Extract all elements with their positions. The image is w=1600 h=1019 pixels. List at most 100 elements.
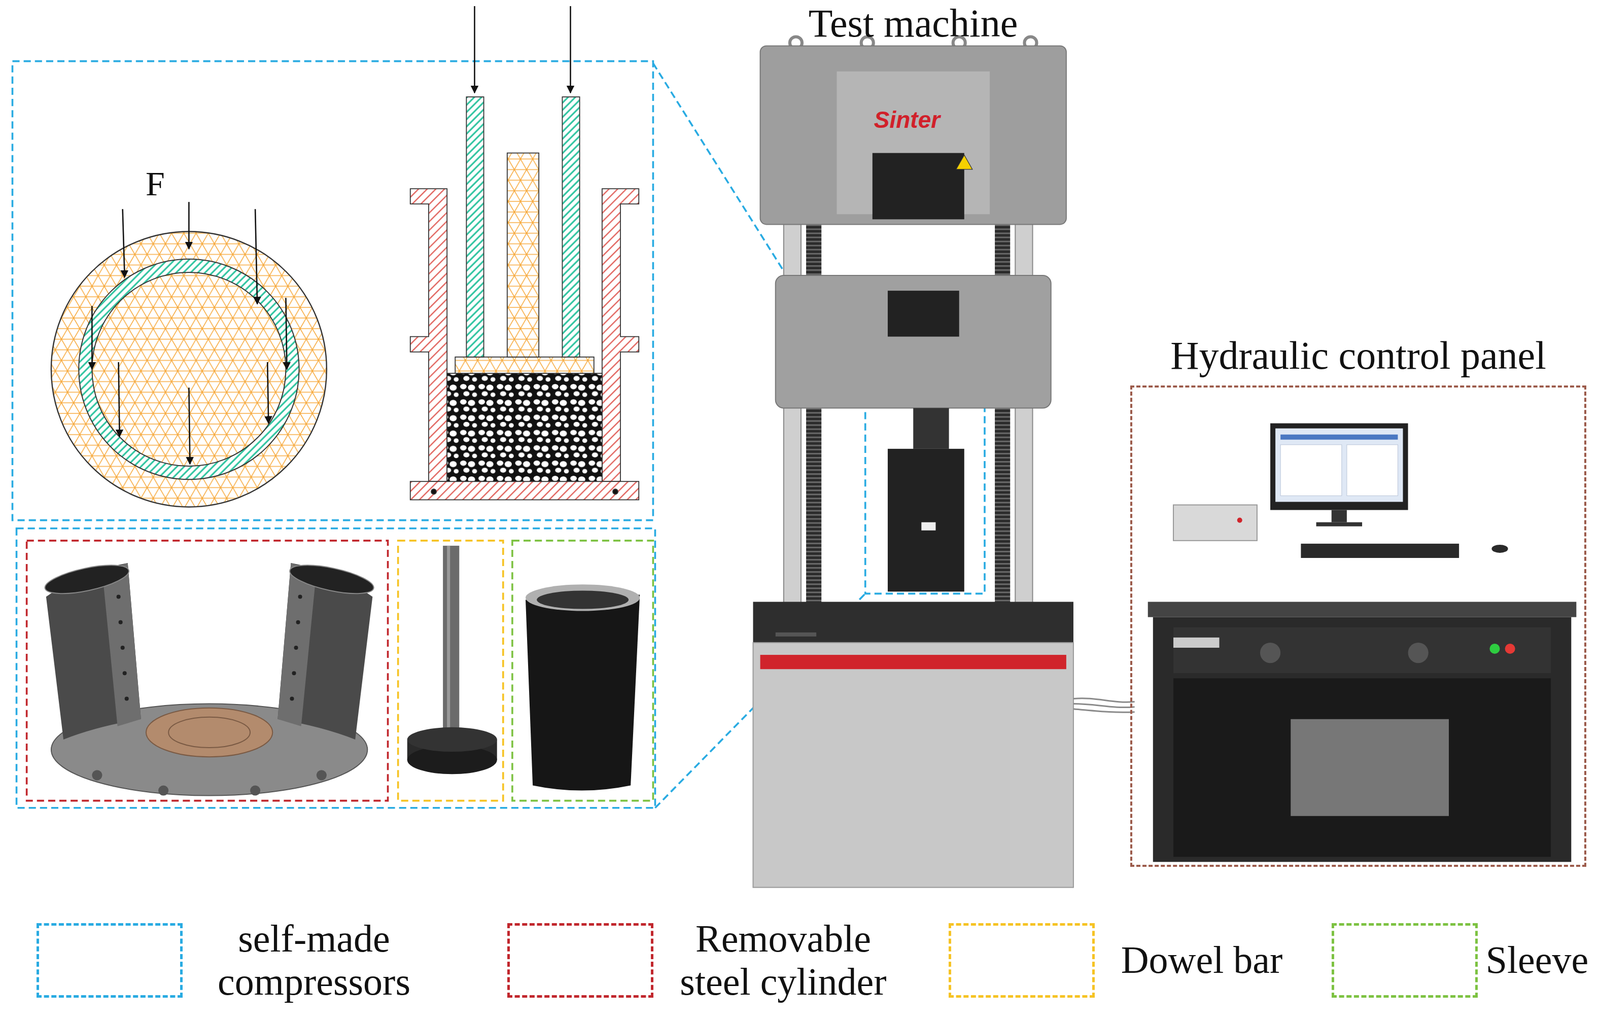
section-view [410,96,639,500]
cable [1073,709,1135,713]
control-desk-picture [1148,601,1577,617]
steel-cylinder-picture [146,708,273,758]
legend-swatch [36,923,183,998]
test-machine-picture [775,275,1052,408]
force-arrow [118,362,120,437]
control-desk-picture [1148,423,1577,863]
test-machine-picture [752,36,1073,888]
control-desk-picture [1237,517,1243,524]
part-frame [398,540,504,802]
test-machine-picture [921,522,936,531]
load-arrow [474,6,571,93]
load-arrow [569,6,572,93]
steel-cylinder-picture [42,559,376,796]
dowel-bar-picture [407,727,498,752]
force-arrow [91,305,93,370]
force-arrow [267,362,269,424]
steel-cylinder-picture [277,563,317,727]
control-desk-picture [1280,444,1342,497]
control-desk-picture [1280,434,1398,440]
control-desk-picture [1290,719,1449,817]
force-arrow [91,201,287,465]
control-desk-picture [1316,522,1363,527]
panel-heading: Hydraulic control panel [1132,332,1585,379]
steel-cylinder-picture [289,697,294,702]
cable [1073,698,1135,713]
part-frame [512,540,654,802]
legend-text: Sleeve [1481,938,1593,982]
legend-text: Removable steel cylinder [671,917,895,1004]
control-desk-picture [1270,423,1408,511]
compressor-frame [865,400,985,594]
label-holder: F [143,163,167,204]
control-desk-picture [1489,643,1500,654]
section-view [602,188,639,482]
sleeve-picture [525,594,640,791]
control-desk-picture [1408,642,1429,664]
steel-cylinder-picture [158,785,169,796]
legend-item: Removable steel cylinder [671,917,895,1004]
compressor-frame [12,61,653,521]
section-view [410,188,447,482]
dowel-bar-picture [442,545,460,745]
dowel-bar-picture [407,545,498,775]
test-machine-picture [760,45,1067,225]
steel-cylinder-picture [42,559,131,600]
force-arrow [122,209,125,278]
label-holder: Sinter [872,106,943,134]
section-view [612,489,618,495]
plan-view [51,231,327,507]
legend-item: self-made compressors [207,917,421,1004]
section-view [466,96,484,358]
control-desk-picture [1275,428,1403,503]
steel-cylinder-picture [118,620,123,625]
legend-item: Dowel bar [1095,938,1309,982]
sleeve-picture [525,584,640,611]
control-desk-picture [1260,642,1281,664]
compressor-frame [16,528,656,809]
steel-cylinder-picture [124,697,129,702]
steel-cylinder-picture [120,645,125,650]
legend-text: self-made compressors [207,917,421,1004]
steel-cylinder-picture [250,785,261,796]
steel-cylinder-picture [287,559,376,600]
control-desk-picture [1173,678,1551,857]
legend-swatch [948,923,1095,998]
steel-cylinder-picture [91,770,102,781]
load-arrow [473,6,476,93]
steel-cylinder-picture [116,594,121,599]
cable [1073,698,1135,703]
brand-mark: Sinter [872,106,943,134]
section-view [562,96,580,358]
test-machine-picture [752,642,1073,888]
control-desk-picture [1346,444,1399,497]
control-desk-picture [1173,504,1258,541]
test-machine-picture [956,155,973,170]
test-machine-picture [872,153,965,220]
test-machine-picture [760,654,1067,670]
panel-box: Hydraulic control panel [1130,385,1587,867]
plan-view [78,259,299,480]
control-desk-picture [1505,643,1516,654]
force-symbol: F [143,163,167,204]
control-desk-picture [1331,510,1347,523]
sleeve-picture [536,590,629,609]
steel-cylinder-picture [298,594,303,599]
test-machine-picture [887,290,960,337]
test-machine-picture [913,407,949,449]
label-holder: Test machine [806,0,1021,47]
steel-cylinder-picture [292,671,297,676]
control-desk-picture [1153,617,1572,863]
part-title: Test machine [806,0,1021,47]
dowel-bar-picture [446,545,450,745]
steel-cylinder-picture [122,671,127,676]
part-frame [26,540,389,802]
control-desk-picture [1173,627,1551,674]
control-desk-picture [1491,544,1508,553]
plan-view [51,231,327,507]
section-view [431,489,437,495]
legend-swatch [1331,923,1478,998]
control-desk-picture [1173,637,1220,648]
force-arrow [255,209,258,304]
test-machine-picture [887,448,965,593]
